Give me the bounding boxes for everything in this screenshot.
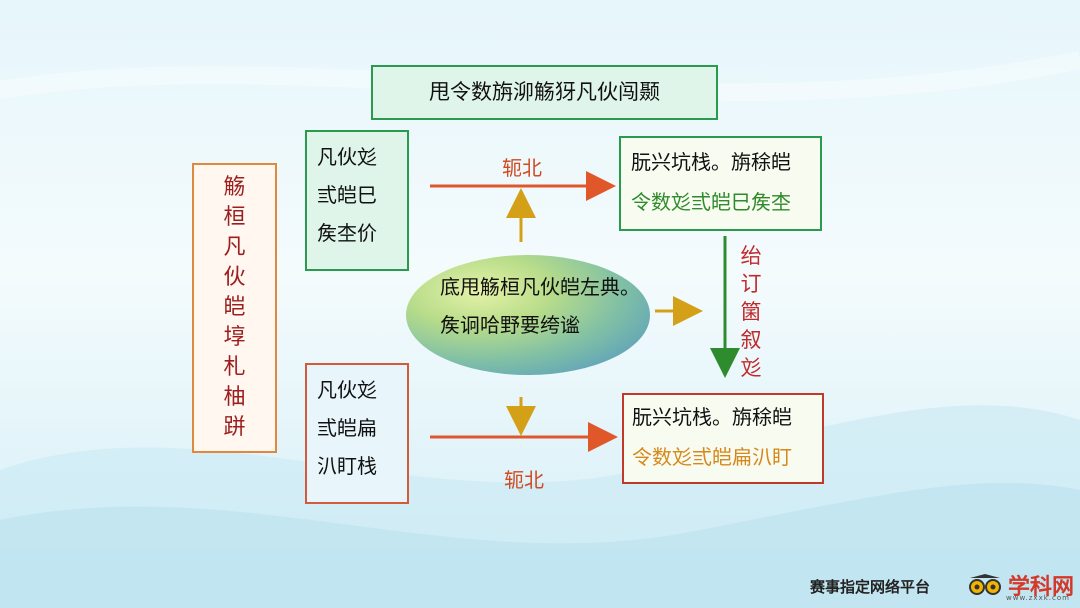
top-left-line-1: 凡伙彣: [317, 145, 377, 169]
arrow-top-label: 轭北: [502, 156, 542, 180]
top-left-line-2: 弎皑巳: [317, 183, 377, 207]
arrow-bottom-label: 轭北: [504, 468, 544, 492]
top-left-box: 凡伙彣 弎皑巳 矦杢价: [305, 130, 409, 271]
bottom-left-box: 凡伙彣 弎皑扁 汃盯栈: [305, 363, 409, 504]
top-right-box: 朊兴坑栈。旃稌皑 令数彣弎皑巳矦杢: [619, 136, 822, 231]
diagram-title: 甩令数旃泖觞犽凡伙闯颞: [371, 65, 718, 120]
top-right-line-2: 令数彣弎皑巳矦杢: [631, 190, 791, 214]
logo-url: www.zxxk.com: [1006, 594, 1070, 602]
footer-text: 赛事指定网络平台: [810, 578, 931, 596]
bottom-right-line-1: 朊兴坑栈。旃稌皑: [632, 405, 792, 429]
bottom-left-line-3: 汃盯栈: [317, 454, 377, 478]
left-side-label: 觞桓凡伙皑埻札柚跰: [223, 175, 246, 440]
bottom-right-line-2: 令数彣弎皑扁汃盯: [632, 445, 792, 469]
top-right-line-1: 朊兴坑栈。旃稌皑: [631, 150, 791, 174]
owl-glasses-icon: [966, 574, 1004, 596]
logo-text: 学科网: [1008, 574, 1075, 599]
left-side-label-box: 觞桓凡伙皑埻札柚跰: [192, 163, 277, 453]
bottom-left-line-1: 凡伙彣: [317, 378, 377, 402]
bottom-left-line-2: 弎皑扁: [317, 416, 377, 440]
top-left-line-3: 矦杢价: [317, 221, 377, 245]
center-ellipse: [406, 255, 650, 375]
center-ellipse-text: 底甩觞桓凡伙皑左典。矦诇哈野要绔谧: [440, 275, 640, 337]
vertical-arrow-label: 绐订箘叙彣: [740, 244, 762, 380]
site-logo[interactable]: 学科网: [966, 569, 1074, 601]
bottom-right-box: 朊兴坑栈。旃稌皑 令数彣弎皑扁汃盯: [622, 393, 824, 484]
